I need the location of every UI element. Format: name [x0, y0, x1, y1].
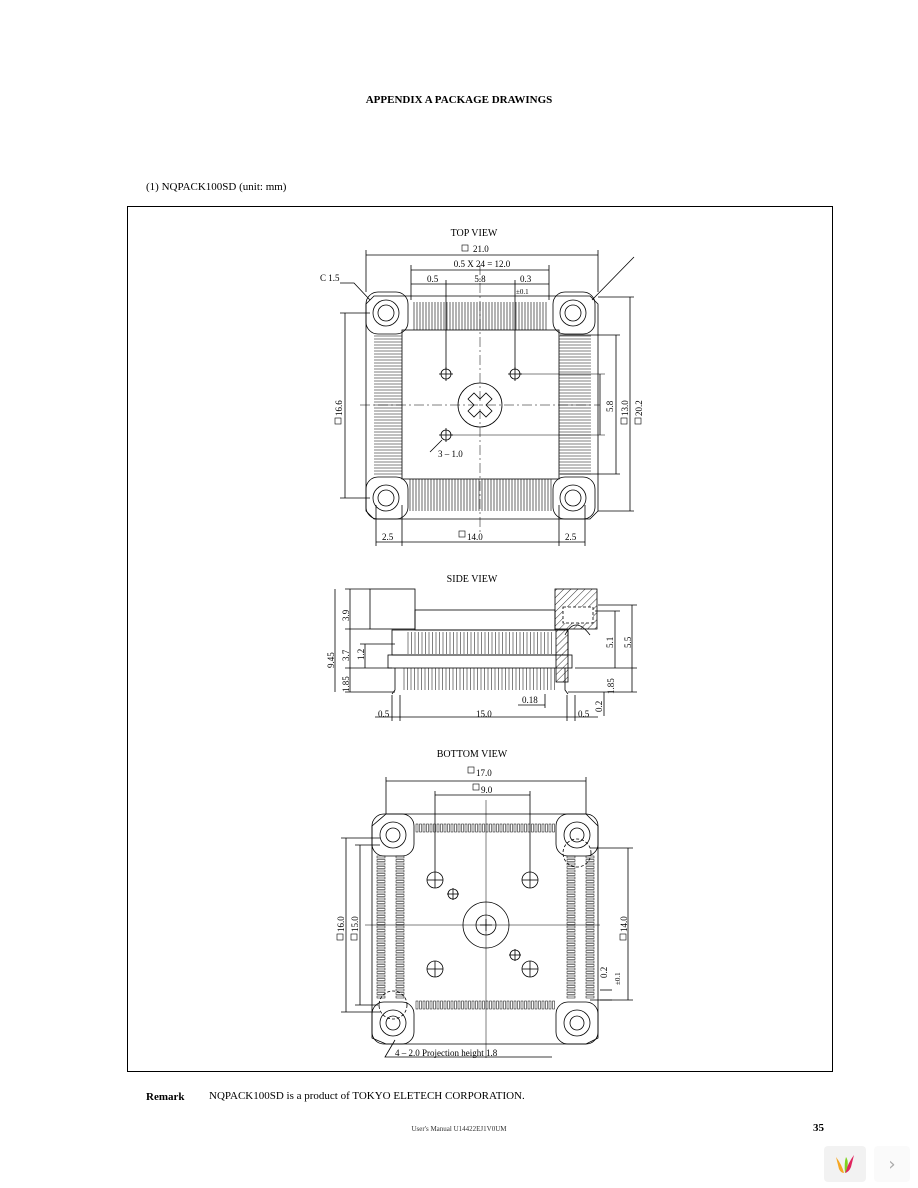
- top-view-leads-top: [413, 302, 547, 330]
- top-view-title: TOP VIEW: [451, 228, 498, 239]
- top-dim-left-pitch: 0.5: [427, 274, 439, 284]
- package-drawing: TOP VIEW: [320, 228, 644, 1058]
- top-dim-pitch: 0.5 X 24 = 12.0: [454, 259, 511, 269]
- bottom-guide-holes: [426, 871, 539, 978]
- pdf-viewer-logo-icon[interactable]: [824, 1146, 866, 1182]
- side-dim-bottom-left: 0.5: [378, 709, 390, 719]
- bottom-view-title: BOTTOM VIEW: [437, 749, 508, 760]
- bottom-projection-note: 4 – 2.0 Projection height 1.8: [395, 1048, 498, 1058]
- top-dim-bottom-left: 2.5: [382, 532, 394, 542]
- top-view-corner-holes: [365, 291, 596, 520]
- side-dim-1-85-left: 1.85: [341, 676, 351, 692]
- side-dim-5-1: 5.1: [605, 637, 615, 648]
- top-dim-tolerance: ±0.1: [516, 288, 529, 296]
- top-view-guide-holes: [439, 367, 522, 442]
- bottom-dim-16: 16.0: [336, 916, 346, 932]
- top-view: TOP VIEW: [320, 228, 644, 546]
- top-view-inner-body: [401, 329, 560, 480]
- bottom-view: BOTTOM VIEW: [336, 749, 633, 1058]
- bottom-pads-right: [566, 855, 595, 999]
- top-dim-hole-spacing: 5.8: [474, 274, 486, 284]
- bottom-dim-overall: 17.0: [476, 768, 492, 778]
- side-dim-bottom-center: 15.0: [476, 709, 492, 719]
- bottom-pads-left: [376, 855, 405, 999]
- side-dim-3-7: 3.7: [341, 649, 351, 661]
- remark-text: NQPACK100SD is a product of TOKYO ELETEC…: [209, 1090, 525, 1102]
- page-number: 35: [813, 1122, 824, 1134]
- side-dim-1-85-right: 1.85: [606, 678, 616, 694]
- side-dim-9-45: 9.45: [326, 652, 336, 668]
- top-dim-lead-width: 0.3: [520, 274, 532, 284]
- bottom-dim-15: 15.0: [350, 916, 360, 932]
- bottom-pads-bottom: [415, 1000, 555, 1010]
- side-pins-upper: [407, 632, 552, 654]
- side-dim-0-18: 0.18: [522, 695, 538, 705]
- side-dim-0-2: 0.2: [594, 701, 604, 712]
- top-dim-bottom-right: 2.5: [565, 532, 577, 542]
- viewer-widget: ›: [818, 1140, 918, 1188]
- bottom-dim-holes: 9.0: [481, 785, 493, 795]
- bottom-dim-0-2: 0.2: [599, 967, 609, 978]
- bottom-pads-top: [415, 823, 555, 833]
- top-view-outline: [365, 295, 599, 520]
- footer-document-id: User's Manual U14422EJ1V0UM: [411, 1125, 507, 1133]
- top-dim-bottom-center: 14.0: [467, 532, 483, 542]
- side-cover: [414, 609, 556, 631]
- side-dim-1-2: 1.2: [356, 649, 366, 660]
- side-dim-bottom-right: 0.5: [578, 709, 590, 719]
- section-caption: (1) NQPACK100SD (unit: mm): [146, 181, 287, 193]
- top-dim-side: 16.6: [334, 400, 344, 416]
- top-view-leads-left: [374, 335, 402, 475]
- top-dim-right-13: 13.0: [620, 400, 630, 416]
- side-dim-3-9: 3.9: [341, 609, 351, 621]
- side-dim-5-5: 5.5: [623, 636, 633, 648]
- top-chamfer-label: C 1.5: [320, 273, 340, 283]
- chevron-right-icon[interactable]: ›: [874, 1146, 910, 1182]
- top-view-leads-bottom: [409, 479, 552, 511]
- bottom-view-corner-holes: [371, 813, 599, 1045]
- side-pins-lower: [403, 668, 555, 690]
- page-title: APPENDIX A PACKAGE DRAWINGS: [365, 94, 553, 106]
- top-dim-right-5-8: 5.8: [605, 400, 615, 412]
- top-dim-overall: 21.0: [473, 244, 489, 254]
- remark-label: Remark: [146, 1091, 185, 1103]
- side-view-title: SIDE VIEW: [447, 574, 498, 585]
- bottom-dim-tolerance: ±0.1: [614, 972, 622, 985]
- bottom-dim-14: 14.0: [619, 916, 629, 932]
- side-left-block: [369, 588, 416, 630]
- side-view: SIDE VIEW 3.9: [326, 574, 637, 721]
- top-dim-right-20-2: 20.2: [634, 400, 644, 416]
- drawing-frame: [127, 206, 833, 1072]
- top-view-leads-right: [559, 335, 591, 475]
- bottom-view-outline: [371, 813, 599, 1045]
- top-holes-note: 3 – 1.0: [438, 449, 463, 459]
